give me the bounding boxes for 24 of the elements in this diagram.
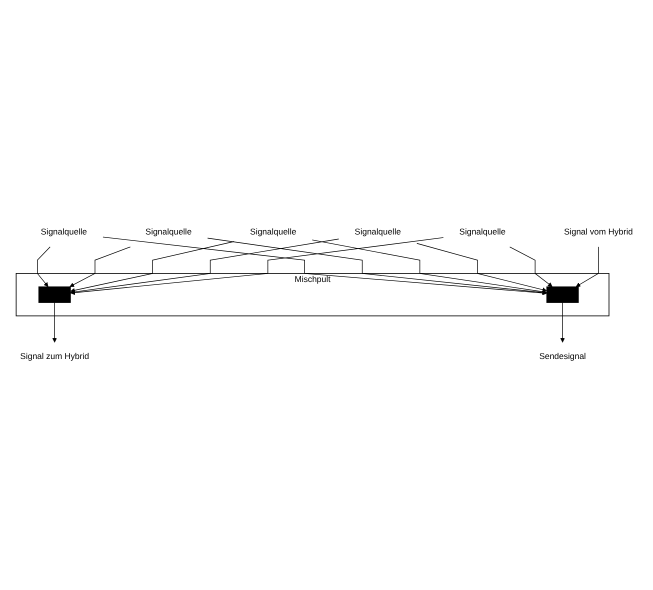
arrow (70, 239, 340, 295)
arrow (70, 238, 444, 296)
arrow (416, 243, 547, 292)
arrow (37, 246, 50, 288)
node-text: Signal zum Hybrid (20, 352, 90, 362)
arrow (576, 246, 599, 288)
arrow (102, 237, 547, 296)
cluster: Mischpult (16, 273, 610, 317)
node-text: Signalquelle (40, 228, 88, 238)
node-bar (546, 286, 579, 304)
arrow (207, 238, 547, 296)
node-text: Sendesignal (539, 352, 586, 362)
arrow (509, 246, 552, 288)
arrow (560, 302, 565, 343)
node-text: Signalquelle (459, 228, 506, 238)
arrow (70, 246, 131, 288)
arrow (312, 240, 547, 294)
node-bar (38, 286, 71, 304)
node-text: Signalquelle (250, 228, 296, 238)
node-text: Signalquelle (354, 228, 401, 238)
node-text: Signal vom Hybrid (564, 228, 633, 238)
arrow (52, 302, 57, 343)
node-text: Signalquelle (145, 228, 192, 238)
arrow (70, 242, 234, 293)
